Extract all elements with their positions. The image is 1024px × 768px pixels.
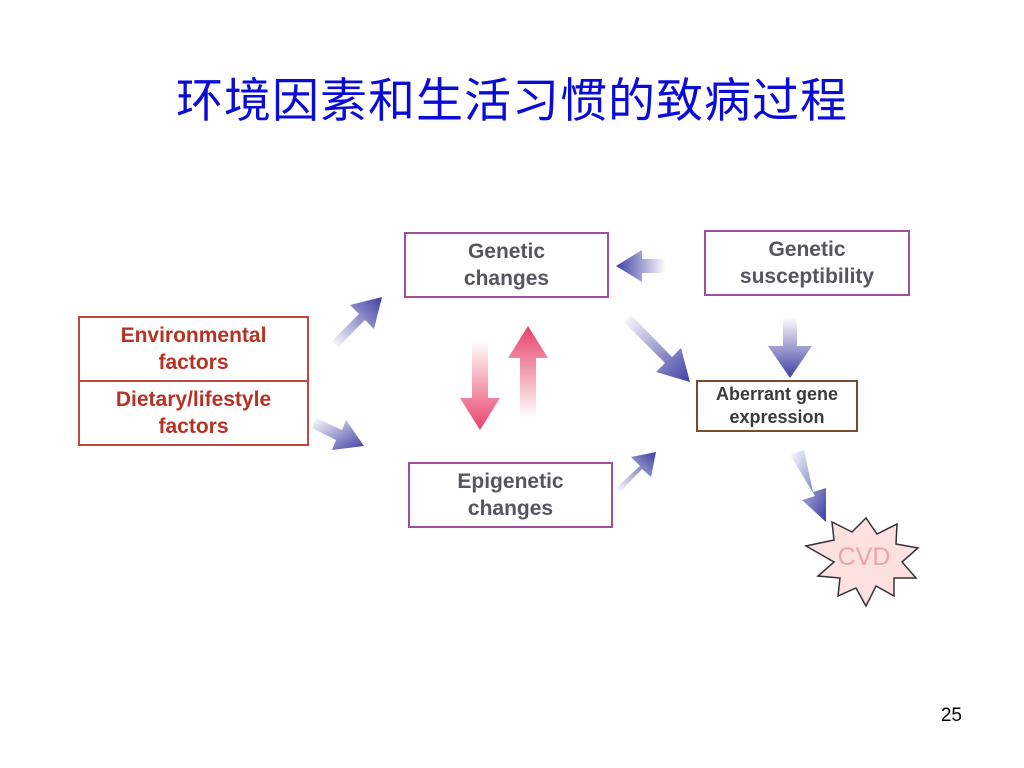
page-number: 25 <box>940 705 962 726</box>
genetic-susceptibility-box: Genetic susceptibility <box>704 230 910 296</box>
cvd-label: CVD <box>838 543 891 571</box>
arrow-susceptibility-to-genetic <box>616 250 666 282</box>
epigenetic-changes-label: Epigenetic changes <box>457 469 564 520</box>
epigenetic-changes-box: Epigenetic changes <box>408 462 613 528</box>
arrow-epigenetic-to-aberrant <box>616 452 656 492</box>
genetic-changes-box: Genetic changes <box>404 232 609 298</box>
arrow-genetic-to-epigenetic <box>460 340 500 430</box>
aberrant-expression-box: Aberrant gene expression <box>696 380 858 432</box>
environmental-factors-label: Environmental factors <box>120 323 267 374</box>
arrow-diet-to-epigenetic <box>312 418 364 450</box>
genetic-changes-label: Genetic changes <box>463 239 550 290</box>
arrow-aberrant-to-cvd <box>790 450 826 522</box>
arrow-epigenetic-to-genetic <box>508 326 548 418</box>
slide-title: 环境因素和生活习惯的致病过程 <box>176 74 848 129</box>
arrow-env-to-genetic <box>332 297 382 347</box>
arrow-susceptibility-to-aberrant <box>768 317 812 378</box>
dietary-lifestyle-label: Dietary/lifestyle factors <box>115 387 272 438</box>
environmental-factors-box: Environmental factors <box>78 316 309 382</box>
arrow-genetic-to-aberrant <box>624 315 690 382</box>
cvd-starburst <box>803 516 920 608</box>
aberrant-expression-label: Aberrant gene expression <box>715 383 839 427</box>
dietary-lifestyle-box: Dietary/lifestyle factors <box>78 380 309 446</box>
genetic-susceptibility-label: Genetic susceptibility <box>739 237 875 288</box>
